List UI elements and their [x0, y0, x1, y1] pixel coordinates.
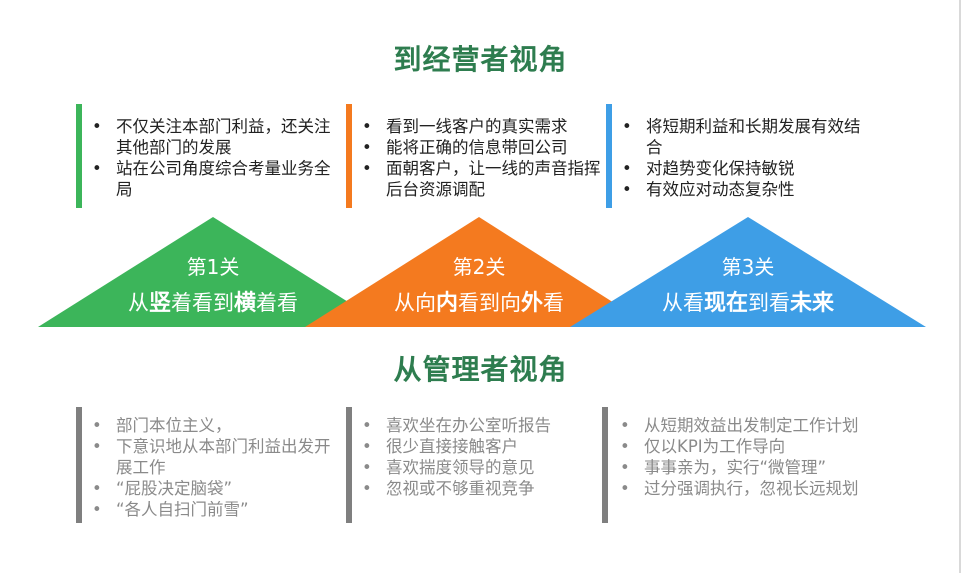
stage-1-label: 第1关	[186, 255, 240, 279]
list-item: 下意识地从本部门利益出发开展工作	[86, 436, 338, 478]
list-item: 很少直接接触客户	[356, 436, 608, 457]
list-item: 从短期效益出发制定工作计划	[614, 415, 898, 436]
bottom-box-2: 喜欢坐在办公室听报告 很少直接接触客户 喜欢揣度领导的意见 忽视或不够重视竞争	[346, 407, 608, 523]
list-item: 将短期利益和长期发展有效结合	[616, 116, 868, 158]
top-box-1-list: 不仅关注本部门利益，还关注其他部门的发展 站在公司角度综合考量业务全局	[86, 116, 338, 200]
bottom-box-3-list: 从短期效益出发制定工作计划 仅以KPI为工作导向 事事亲为，实行“微管理” 过分…	[614, 415, 898, 499]
motto-text: 到看	[748, 291, 790, 315]
motto-text: 从看	[661, 291, 704, 315]
list-item: 部门本位主义，	[86, 415, 338, 436]
list-item: 对趋势变化保持敏锐	[616, 158, 868, 179]
bottom-section-title: 从管理者视角	[393, 353, 568, 386]
list-item: “各人自扫门前雪”	[86, 499, 338, 520]
gray-accent-bar	[346, 407, 352, 523]
top-box-1: 不仅关注本部门利益，还关注其他部门的发展 站在公司角度综合考量业务全局	[76, 104, 346, 208]
list-item: 不仅关注本部门利益，还关注其他部门的发展	[86, 116, 338, 158]
list-item: 面朝客户，让一线的声音指挥后台资源调配	[356, 158, 608, 200]
gray-accent-bar	[602, 407, 608, 523]
stage-2-triangle	[305, 217, 652, 327]
stage-1-triangle	[38, 217, 388, 327]
orange-accent-bar	[346, 104, 352, 208]
gray-accent-bar	[76, 407, 82, 523]
stage-1-motto: 从竖着看到横着看	[83, 285, 343, 317]
motto-text: 着看到	[171, 291, 234, 315]
page-edge-line	[959, 0, 961, 573]
stage-3-label: 第3关	[721, 255, 775, 279]
motto-emphasis: 竖	[148, 291, 171, 316]
list-item: 喜欢坐在办公室听报告	[356, 415, 608, 436]
motto-emphasis: 横	[234, 291, 257, 316]
top-box-3-list: 将短期利益和长期发展有效结合 对趋势变化保持敏锐 有效应对动态复杂性	[616, 116, 868, 200]
motto-text: 从向	[393, 291, 436, 315]
list-item: 看到一线客户的真实需求	[356, 116, 608, 137]
top-section-title: 到经营者视角	[393, 43, 568, 76]
motto-text: 从	[127, 291, 149, 315]
stage-2-label: 第2关	[452, 255, 506, 279]
bottom-box-1: 部门本位主义， 下意识地从本部门利益出发开展工作 “屁股决定脑袋” “各人自扫门…	[76, 407, 346, 523]
list-item: 能将正确的信息带回公司	[356, 137, 608, 158]
bottom-box-1-list: 部门本位主义， 下意识地从本部门利益出发开展工作 “屁股决定脑袋” “各人自扫门…	[86, 415, 338, 520]
list-item: 事事亲为，实行“微管理”	[614, 457, 898, 478]
bottom-box-3: 从短期效益出发制定工作计划 仅以KPI为工作导向 事事亲为，实行“微管理” 过分…	[602, 407, 902, 523]
motto-text: 看到向	[458, 291, 521, 315]
list-item: 站在公司角度综合考量业务全局	[86, 158, 338, 200]
motto-emphasis: 内	[435, 291, 458, 316]
bottom-box-2-list: 喜欢坐在办公室听报告 很少直接接触客户 喜欢揣度领导的意见 忽视或不够重视竞争	[356, 415, 608, 499]
motto-emphasis: 现在	[703, 291, 748, 316]
stage-3-motto: 从看现在到看未来	[618, 285, 878, 317]
top-box-2-list: 看到一线客户的真实需求 能将正确的信息带回公司 面朝客户，让一线的声音指挥后台资…	[356, 116, 608, 200]
list-item: “屁股决定脑袋”	[86, 478, 338, 499]
motto-text: 看	[543, 291, 565, 315]
stage-3-triangle	[570, 217, 926, 327]
stage-2-motto: 从向内看到向外看	[349, 285, 609, 317]
green-accent-bar	[76, 104, 82, 208]
top-box-2: 看到一线客户的真实需求 能将正确的信息带回公司 面朝客户，让一线的声音指挥后台资…	[346, 104, 608, 208]
list-item: 过分强调执行，忽视长远规划	[614, 478, 898, 499]
motto-emphasis: 外	[521, 291, 544, 316]
motto-emphasis: 未来	[790, 291, 835, 316]
list-item: 仅以KPI为工作导向	[614, 436, 898, 457]
blue-accent-bar	[606, 104, 612, 208]
top-box-3: 将短期利益和长期发展有效结合 对趋势变化保持敏锐 有效应对动态复杂性	[606, 104, 876, 208]
list-item: 忽视或不够重视竞争	[356, 478, 608, 499]
list-item: 有效应对动态复杂性	[616, 179, 868, 200]
motto-text: 着看	[256, 291, 299, 315]
list-item: 喜欢揣度领导的意见	[356, 457, 608, 478]
